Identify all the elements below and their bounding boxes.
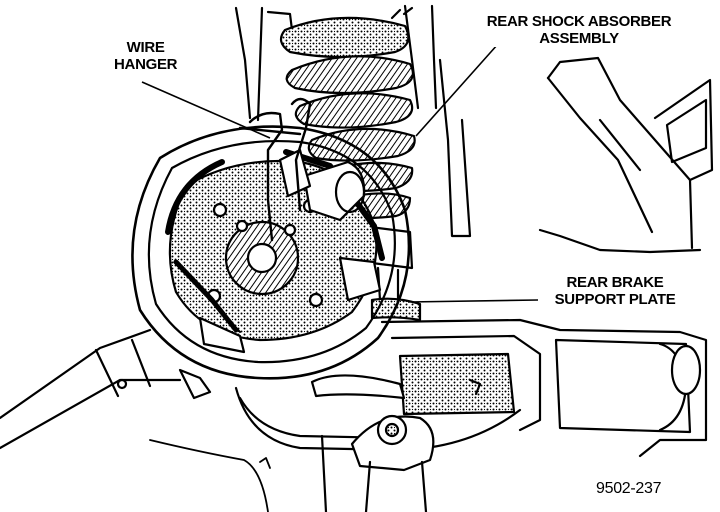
label-shock-line-1: REAR SHOCK ABSORBER bbox=[486, 13, 672, 30]
label-shock-line-2: ASSEMBLY bbox=[539, 30, 619, 47]
brake-line bbox=[149, 439, 271, 512]
label-wire-hanger: WIRE HANGER bbox=[114, 39, 178, 73]
label-support-line-1: REAR BRAKE bbox=[566, 274, 664, 291]
label-rear-shock-absorber: REAR SHOCK ABSORBER ASSEMBLY bbox=[444, 13, 714, 47]
leader-shock-absorber bbox=[415, 43, 499, 137]
leader-support-plate bbox=[407, 299, 539, 303]
label-rear-brake-support-plate: REAR BRAKE SUPPORT PLATE bbox=[540, 274, 690, 308]
label-wire-hanger-line-2: HANGER bbox=[114, 56, 178, 73]
leader-wire-hanger bbox=[141, 81, 271, 139]
label-wire-hanger-line-1: WIRE bbox=[126, 39, 165, 56]
wheel-cylinder bbox=[278, 148, 366, 222]
leader-lines bbox=[141, 43, 539, 303]
axle-assembly bbox=[0, 318, 708, 512]
figure-number: 9502-237 bbox=[596, 480, 662, 497]
shock-absorber-coil-spring bbox=[279, 6, 422, 322]
body-frame bbox=[234, 4, 714, 254]
label-support-line-2: SUPPORT PLATE bbox=[554, 291, 676, 308]
